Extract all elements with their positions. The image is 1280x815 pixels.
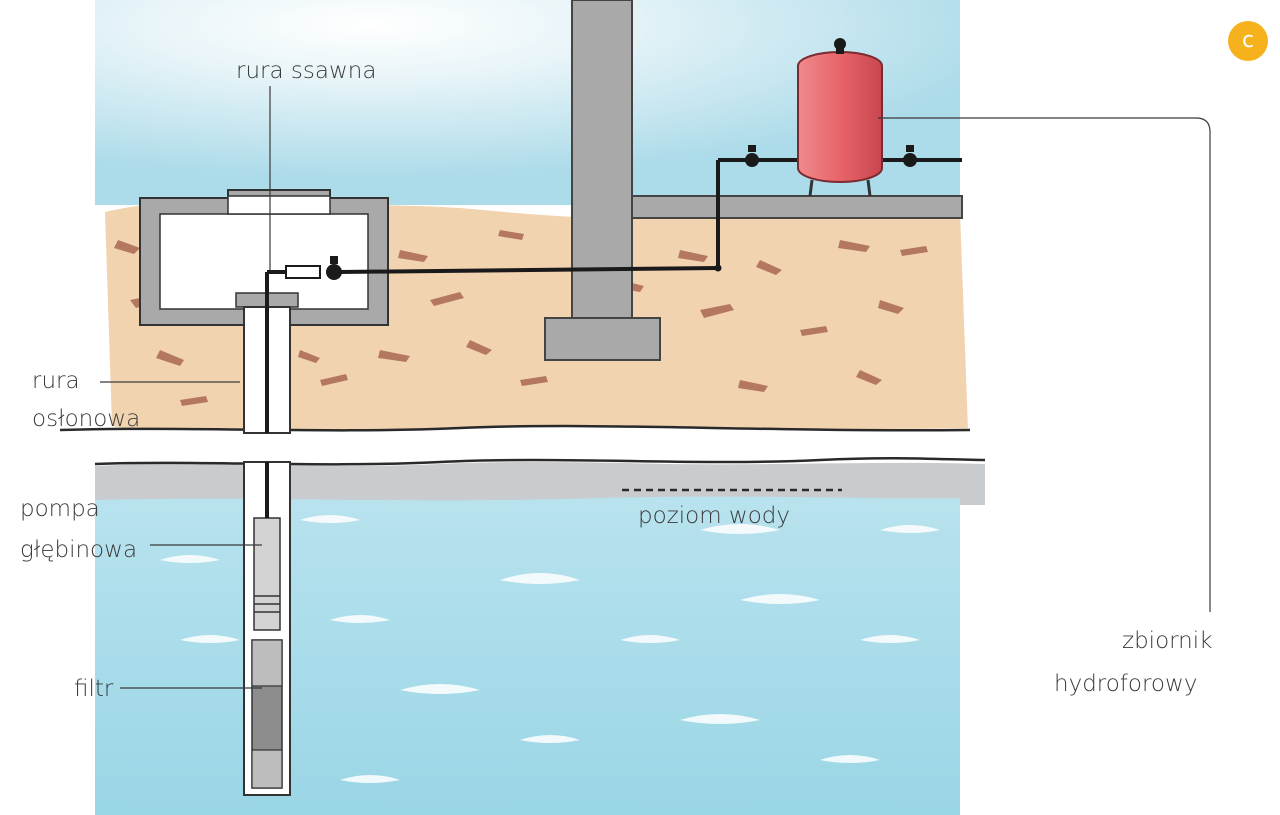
filter-screen: [251, 639, 283, 789]
break-line-top: [59, 424, 971, 432]
label-water-level: poziom wody: [638, 503, 791, 529]
pressure-tank: [797, 38, 883, 197]
break-gap: [60, 426, 985, 465]
building-foundation: [544, 0, 963, 361]
label-tank-line1: zbiornik: [1122, 628, 1213, 654]
leader-lines: [100, 86, 1211, 689]
label-casing-pipe-line1: rura: [32, 368, 80, 394]
label-tank-line2: hydroforowy: [1054, 671, 1198, 697]
label-deep-pump-line2: głębinowa: [20, 537, 138, 563]
label-casing-pipe-line2: osłonowa: [32, 406, 141, 432]
water-transition: [95, 460, 985, 505]
valve-icon: [326, 264, 342, 280]
groundwater: [95, 496, 960, 815]
well-chamber: [139, 189, 389, 326]
sky: [95, 0, 960, 205]
label-filter: filtr: [74, 676, 114, 702]
label-deep-pump-line1: pompa: [20, 496, 100, 522]
suction-pipe: [265, 158, 962, 518]
pipe-fittings: [285, 145, 917, 280]
soil-texture: [114, 230, 928, 406]
label-suction-pipe: rura ssawna: [236, 58, 377, 84]
deep-pump: [253, 517, 281, 631]
section-badge: c: [1228, 21, 1268, 61]
water-highlights: [160, 515, 940, 783]
